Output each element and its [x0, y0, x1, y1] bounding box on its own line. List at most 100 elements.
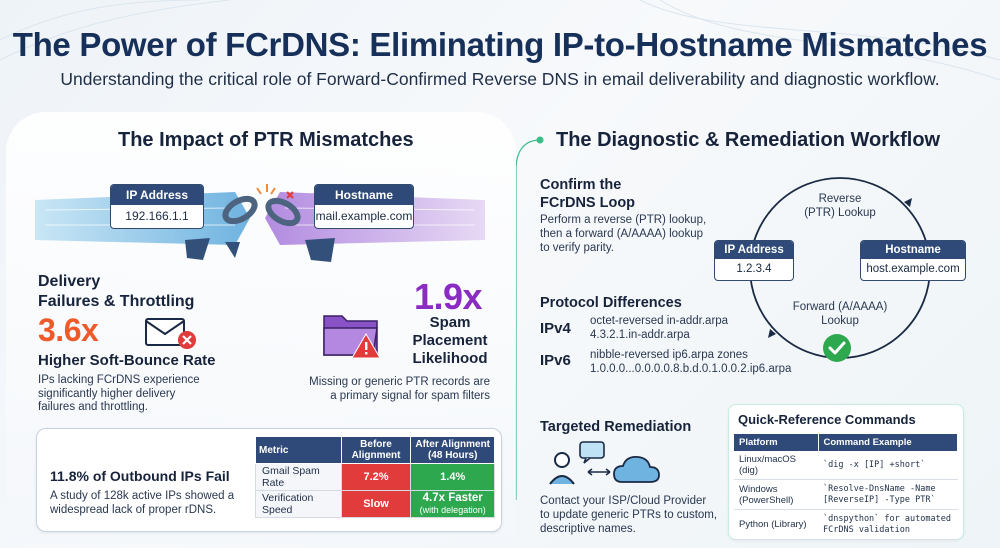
qr-command-line2: [ReverseIP] -Type PTR`: [823, 494, 936, 505]
qr-header-row: Platform Command Example: [734, 434, 958, 451]
remediation-desc-line3: descriptive names.: [540, 523, 636, 535]
spam-desc-line2: a primary signal for spam filters: [330, 389, 490, 402]
forward-line1: Forward (A/AAAA): [792, 301, 888, 313]
after-cell-sub: (with delegation): [419, 505, 486, 515]
spam-label-line1: Spam: [429, 314, 471, 331]
spam-label: Spam Placement Likelihood: [400, 314, 500, 368]
workflow-title: The Diagnostic & Remediation Workflow: [556, 129, 941, 151]
delivery-desc-line3: failures and throttling.: [38, 401, 148, 413]
spam-stat: 1.9x: [414, 276, 483, 317]
confirm-heading-line2: FCrDNS Loop: [540, 195, 636, 211]
qr-command-line1: `dig -x [IP] +short`: [823, 459, 926, 470]
confirm-heading: Confirm the FCrDNS Loop: [540, 176, 635, 212]
contact-cloud-illustration: [549, 441, 660, 485]
after-cell-main: 4.7x Faster: [422, 492, 483, 504]
ipv6-line2: 1.0.0.0...0.0.0.0.8.b.d.0.1.0.0.2.ip6.ar…: [590, 363, 792, 375]
ipv4-label: IPv4: [540, 320, 571, 337]
qr-command-cell: `dig -x [IP] +short`: [818, 451, 958, 480]
qr-platform-line1: Python (Library): [739, 519, 807, 530]
col-after-header: After Alignment (48 Hours): [410, 436, 495, 464]
metric-cell: Gmail Spam Rate: [255, 463, 342, 491]
outbound-description: A study of 128k active IPs showed a wide…: [50, 490, 234, 517]
outbound-desc-line2: widespread lack of proper rDNS.: [50, 503, 217, 516]
qr-platform-cell: Linux/macOS (dig): [734, 451, 818, 480]
qr-command-line1: `dnspython` for automated: [823, 513, 951, 524]
after-cell: 4.7x Faster (with delegation): [410, 490, 495, 518]
soft-bounce-label: Higher Soft-Bounce Rate: [38, 352, 216, 369]
delivery-heading-line2: Failures & Throttling: [38, 293, 195, 310]
ip-address-tag-label: IP Address: [111, 185, 203, 205]
table-row: Linux/macOS (dig) `dig -x [IP] +short`: [734, 451, 958, 480]
qr-command-line1: `Resolve-DnsName -Name: [823, 483, 936, 494]
qr-platform-header: Platform: [734, 434, 819, 451]
qr-platform-line1: Windows: [739, 483, 778, 495]
spam-label-line3: Likelihood: [412, 350, 488, 367]
reverse-line2: (PTR) Lookup: [804, 207, 876, 219]
folder-warning-icon: [323, 315, 381, 359]
forward-line2: Lookup: [821, 315, 859, 327]
ipv4-line1: octet-reversed in-addr.arpa: [590, 315, 729, 327]
reverse-line1: Reverse: [818, 193, 862, 205]
ip-address-tag: IP Address 192.166.1.1: [110, 184, 204, 229]
table-row: Verification Speed Slow 4.7x Faster (wit…: [255, 490, 495, 518]
delivery-description: IPs lacking FCrDNS experience significan…: [38, 374, 200, 415]
confirm-description: Perform a reverse (PTR) lookup, then a f…: [540, 213, 706, 255]
table-row: Gmail Spam Rate 7.2% 1.4%: [255, 463, 495, 491]
spam-label-line2: Placement: [412, 332, 488, 349]
loop-hostname-node-value: host.example.com: [866, 263, 960, 275]
delivery-heading: Delivery Failures & Throttling: [38, 272, 194, 312]
ipv6-line1: nibble-reversed ip6.arpa zones: [590, 349, 748, 361]
envelope-error-icon: [145, 318, 196, 349]
ipv6-label: IPv6: [540, 352, 571, 369]
remediation-heading: Targeted Remediation: [540, 419, 692, 435]
ipv4-line2: 4.3.2.1.in-addr.arpa: [590, 329, 690, 341]
qr-command-cell: `Resolve-DnsName -Name [ReverseIP] -Type…: [818, 479, 958, 510]
loop-ip-node-label: IP Address: [715, 241, 793, 259]
delivery-desc-line2: significantly higher delivery: [38, 387, 176, 400]
before-cell: Slow: [340, 490, 412, 518]
quick-reference-title: Quick-Reference Commands: [738, 412, 916, 427]
hostname-tag-value: mail.example.com: [315, 209, 413, 223]
loop-hostname-node: Hostname host.example.com: [860, 240, 966, 281]
remediation-desc-line2: to update generic PTRs to custom,: [540, 509, 718, 521]
after-cell: 1.4%: [410, 463, 495, 491]
qr-command-line2: FCrDNS validation: [823, 524, 910, 535]
hostname-tag: Hostname mail.example.com: [314, 184, 414, 229]
quick-reference-table: Platform Command Example Linux/macOS (di…: [734, 434, 958, 540]
qr-command-cell: `dnspython` for automated FCrDNS validat…: [818, 509, 958, 540]
alignment-comparison-table: Metric Before Alignment After Alignment …: [255, 436, 495, 518]
loop-ip-node-value: 1.2.3.4: [736, 263, 772, 275]
impact-title: The Impact of PTR Mismatches: [118, 129, 414, 151]
confirm-desc-line1: Perform a reverse (PTR) lookup,: [540, 214, 707, 226]
delivery-heading-line1: Delivery: [38, 273, 101, 290]
outbound-title: 11.8% of Outbound IPs Fail: [50, 468, 230, 484]
loop-hostname-node-label: Hostname: [861, 241, 965, 259]
qr-platform-cell: Python (Library): [734, 509, 818, 540]
metric-cell: Verification Speed: [255, 490, 342, 518]
qr-platform-line2: (PowerShell): [739, 494, 794, 506]
spam-desc-line1: Missing or generic PTR records are: [309, 376, 490, 388]
ip-address-tag-value: 192.166.1.1: [125, 209, 189, 223]
reverse-lookup-label: Reverse (PTR) Lookup: [770, 192, 910, 220]
confirm-heading-line1: Confirm the: [540, 177, 622, 193]
qr-command-header: Command Example: [818, 434, 958, 451]
outbound-desc-line1: A study of 128k active IPs showed a: [50, 490, 235, 502]
forward-lookup-label: Forward (A/AAAA) Lookup: [770, 300, 910, 328]
page-subtitle: Understanding the critical role of Forwa…: [60, 69, 940, 89]
qr-platform-cell: Windows (PowerShell): [734, 479, 818, 510]
table-header-row: Metric Before Alignment After Alignment …: [255, 436, 495, 464]
confirm-desc-line2: then a forward (A/AAAA) lookup: [540, 228, 703, 240]
confirm-desc-line3: to verify parity.: [540, 242, 614, 254]
remediation-desc-line1: Contact your ISP/Cloud Provider: [540, 495, 707, 507]
loop-ip-node: IP Address 1.2.3.4: [714, 240, 794, 281]
hostname-tag-label: Hostname: [315, 185, 413, 205]
table-row: Windows (PowerShell) `Resolve-DnsName -N…: [734, 479, 958, 510]
ipv6-description: nibble-reversed ip6.arpa zones 1.0.0.0..…: [590, 348, 791, 376]
col-before-header: Before Alignment: [340, 436, 412, 464]
col-metric-header: Metric: [255, 436, 342, 464]
soft-bounce-stat: 3.6x: [38, 312, 99, 348]
check-circle-icon: [823, 334, 851, 362]
protocol-heading: Protocol Differences: [540, 295, 682, 311]
table-row: Python (Library) `dnspython` for automat…: [734, 509, 958, 540]
